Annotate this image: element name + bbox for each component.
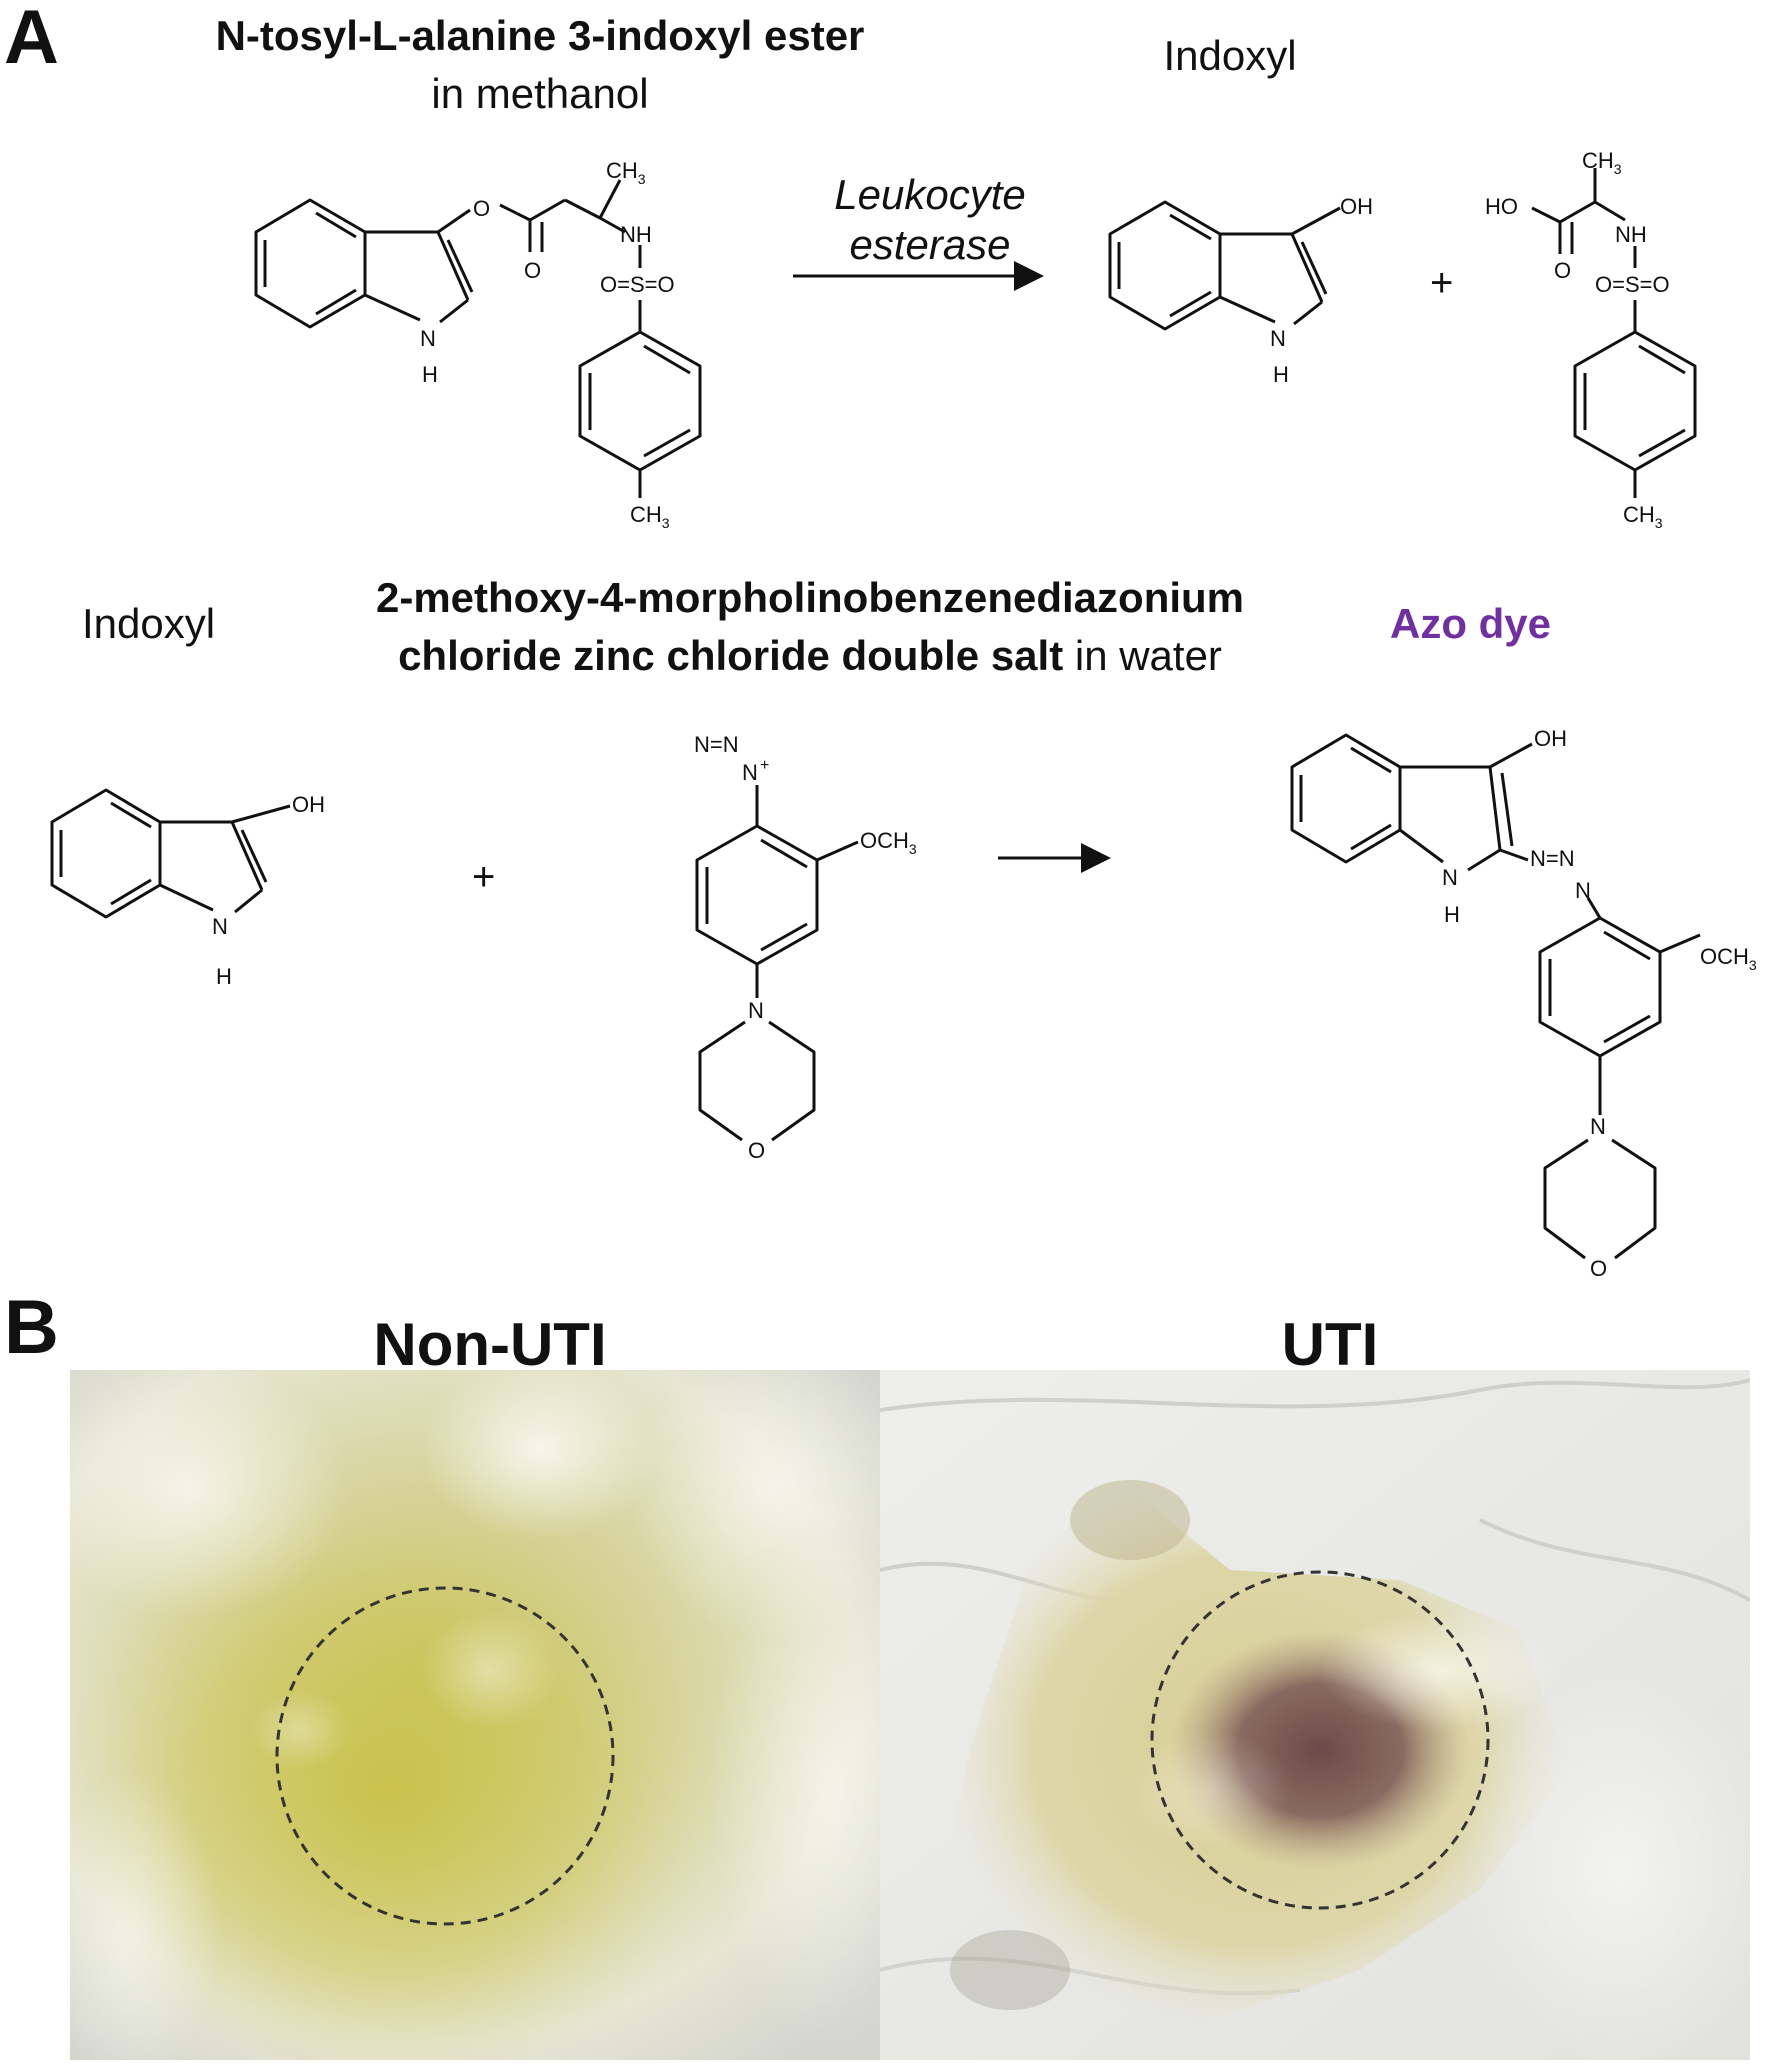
reagent-line-1: 2-methoxy-4-morpholinobenzenediazonium [375, 574, 1245, 621]
reagent-line-2-bold: chloride zinc chloride double salt [398, 632, 1064, 679]
svg-text:N: N [212, 914, 228, 939]
svg-text:O=S=O: O=S=O [1595, 272, 1670, 297]
svg-text:OCH3: OCH3 [860, 828, 917, 857]
non-uti-label: Non-UTI [373, 1311, 607, 1378]
substrate-structure [254, 179, 702, 498]
svg-text:+: + [760, 757, 769, 774]
indoxyl-reactant-label: Indoxyl [82, 600, 216, 647]
enzyme-line-2: esterase [849, 221, 1011, 268]
enzyme-label: Leukocyte esterase [790, 170, 1070, 270]
indoxyl-reactant-structure [50, 788, 291, 919]
svg-text:NH: NH [1615, 222, 1647, 247]
svg-text:O: O [524, 258, 541, 283]
svg-text:O: O [748, 1138, 765, 1163]
uti-label: UTI [1281, 1311, 1379, 1378]
svg-text:N: N [742, 760, 758, 785]
reaction-1-plus: + [1430, 261, 1453, 305]
azo-dye-structure [1290, 733, 1701, 1260]
svg-text:OH: OH [1534, 726, 1567, 751]
svg-text:O: O [1554, 258, 1571, 283]
panel-a-letter: A [4, 0, 59, 80]
svg-text:N: N [748, 998, 764, 1023]
enzyme-line-1: Leukocyte [834, 171, 1026, 218]
atom-labels: O O N H CH3 NH O=S=O CH3 OH N H + HO O C… [212, 148, 1757, 1281]
indoxyl-product-label: Indoxyl [1163, 32, 1297, 79]
substrate-name: N-tosyl-L-alanine 3-indoxyl ester [215, 12, 865, 59]
substrate-solvent: in methanol [431, 70, 649, 117]
svg-text:N: N [1575, 878, 1591, 903]
reaction-2-plus: + [472, 855, 495, 899]
svg-text:N: N [1590, 1114, 1606, 1139]
svg-text:CH3: CH3 [1582, 148, 1622, 177]
reagent-line-2: chloride zinc chloride double salt in wa… [270, 632, 1350, 680]
svg-text:CH3: CH3 [630, 502, 670, 531]
svg-text:H: H [1444, 902, 1460, 927]
svg-text:N: N [1442, 865, 1458, 890]
tosylalanine-product-structure [1531, 168, 1697, 498]
svg-text:N: N [1270, 326, 1286, 351]
svg-text:H: H [1273, 362, 1289, 387]
svg-text:OH: OH [1340, 194, 1373, 219]
non-uti-test-circle [275, 1586, 615, 1926]
svg-text:O: O [473, 196, 490, 221]
uti-test-circle [1150, 1570, 1490, 1910]
svg-text:H: H [216, 964, 232, 989]
svg-text:N=N: N=N [694, 732, 739, 757]
svg-text:N=N: N=N [1530, 846, 1575, 871]
svg-text:OH: OH [292, 792, 325, 817]
non-uti-photo [70, 1370, 880, 2060]
uti-photo [880, 1370, 1750, 2060]
svg-text:NH: NH [620, 222, 652, 247]
svg-text:OCH3: OCH3 [1700, 944, 1757, 973]
panel-b-letter: B [4, 1285, 59, 1370]
svg-text:H: H [422, 362, 438, 387]
reagent-line-2-rest: in water [1063, 632, 1222, 679]
svg-text:O: O [1590, 1256, 1607, 1281]
svg-text:O=S=O: O=S=O [600, 272, 675, 297]
svg-text:HO: HO [1485, 194, 1518, 219]
diazonium-structure [695, 785, 859, 1142]
azo-dye-label: Azo dye [1390, 600, 1552, 647]
svg-text:N: N [420, 326, 436, 351]
indoxyl-product-structure [1108, 200, 1341, 331]
svg-text:CH3: CH3 [1623, 502, 1663, 531]
reaction-schemes: O O N H CH3 NH O=S=O CH3 OH N H + HO O C… [50, 148, 1757, 1281]
svg-text:CH3: CH3 [606, 158, 646, 187]
